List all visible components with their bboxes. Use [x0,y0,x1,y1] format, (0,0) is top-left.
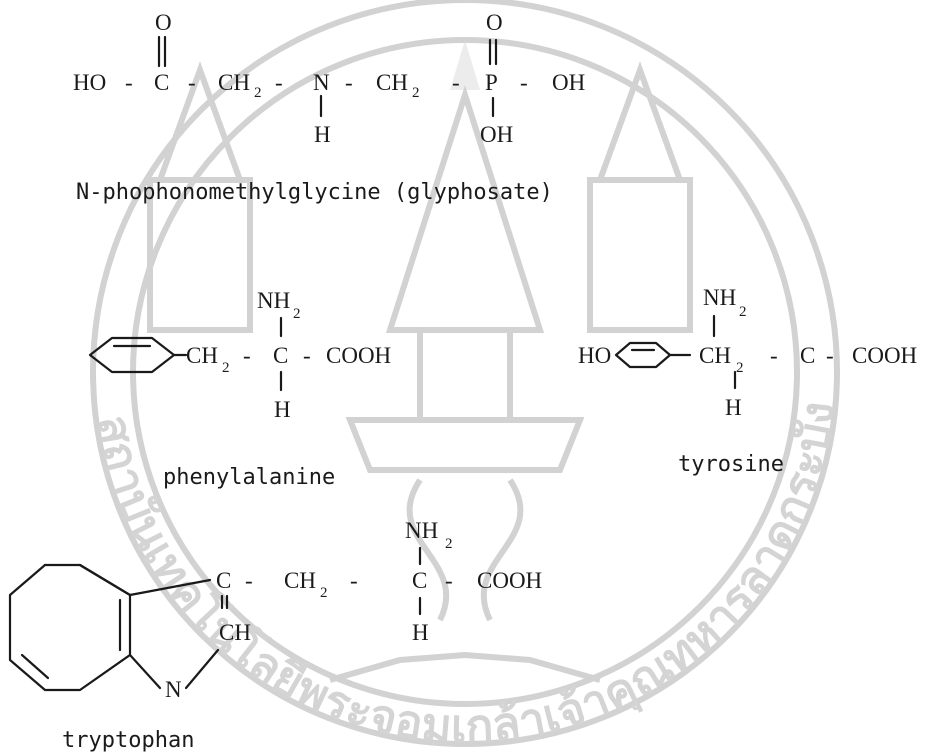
subscript-2: 2 [293,306,301,322]
subscript-2: 2 [222,360,230,376]
subscript-2: 2 [739,304,747,320]
subscript-2: 2 [445,536,453,552]
atom-nh: NH [405,518,438,543]
bond-dash: - [303,343,311,368]
atom-carbon: C [273,343,288,368]
atom-ch: CH [284,568,316,593]
atom-ch: CH [376,70,408,95]
subscript-2: 2 [412,85,420,101]
bond-dash: - [770,343,778,368]
atom-nh: NH [703,285,736,310]
atom-ho: HO [578,343,611,368]
atom-cooh: COOH [852,343,917,368]
atom-cooh: COOH [477,568,542,593]
bond-dash: - [245,568,253,593]
bond-dash: - [452,70,460,95]
atom-oxygen: O [486,10,503,35]
atom-nitrogen: N [313,70,330,95]
atom-ch: CH [218,70,250,95]
atom-hydrogen: H [314,122,331,147]
subscript-2: 2 [320,585,328,601]
bond-dash: - [125,70,133,95]
subscript-2: 2 [254,85,262,101]
atom-oh: OH [480,122,513,147]
atom-nitrogen: N [165,677,182,702]
atom-ch: CH [699,343,731,368]
atom-cooh: COOH [326,343,391,368]
glyphosate-caption: N-phophonomethylglycine (glyphosate) [76,180,553,205]
atom-ho: HO [73,70,106,95]
atom-carbon: C [800,343,815,368]
phenylalanine-caption: phenylalanine [163,465,335,490]
atom-nh: NH [257,288,290,313]
bond-dash: - [188,70,196,95]
glyphosate-structure: HO - C O - CH 2 - N H - CH 2 - P O - OH … [73,10,585,205]
atom-hydrogen: H [274,397,291,422]
atom-oxygen: O [155,10,172,35]
tryptophan-structure: C CH N - CH 2 - C NH 2 H - COOH tryptoph… [8,518,542,753]
atom-ch: CH [219,620,251,645]
atom-carbon: C [154,70,169,95]
atom-carbon: C [216,568,231,593]
atom-carbon: C [412,568,427,593]
tyrosine-caption: tyrosine [678,452,784,477]
atom-hydrogen: H [725,395,742,420]
atom-ch: CH [186,343,218,368]
subscript-2: 2 [736,360,744,376]
bond-dash: - [243,343,251,368]
bond-dash: - [350,568,358,593]
bond-dash: - [445,568,453,593]
atom-phosphorus: P [485,70,498,95]
tryptophan-caption: tryptophan [62,728,194,753]
bond-dash: - [345,70,353,95]
royal-seal-watermark-icon: สถาบันเทคโนโลยีพระจอมเกล้าเจ้าคุณทหารลาด… [87,0,845,753]
phenylalanine-structure: CH 2 - C NH 2 H - COOH phenylalanine [88,288,391,490]
tyrosine-structure: HO CH 2 NH 2 H - C - COOH tyrosine [578,285,917,477]
atom-oh: OH [552,70,585,95]
bond-dash: - [826,343,834,368]
atom-hydrogen: H [412,620,429,645]
bond-dash: - [520,70,528,95]
bond-dash: - [275,70,283,95]
